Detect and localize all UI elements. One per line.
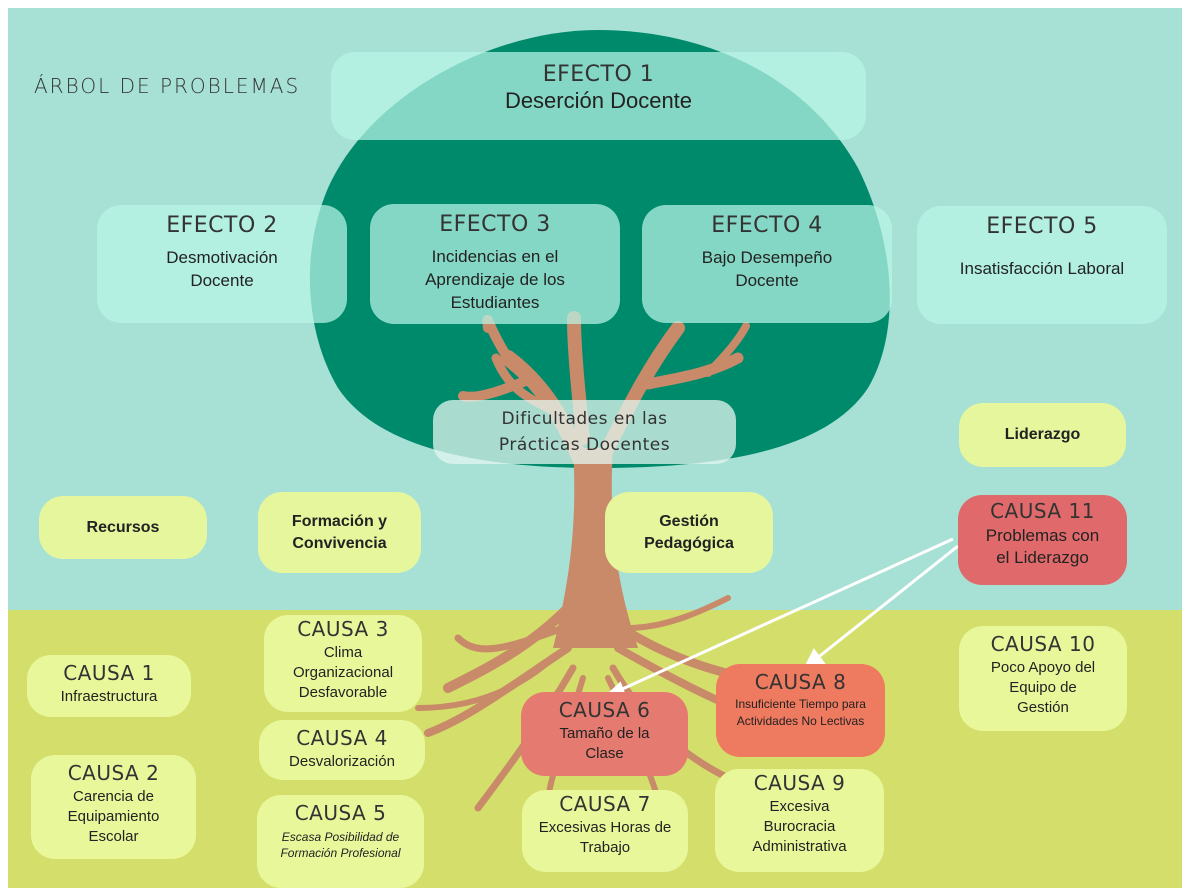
cause-1-label: CAUSA 1: [63, 661, 155, 685]
cause-6: CAUSA 6 Tamaño de la Clase: [521, 692, 688, 776]
cause-7-text: Excesivas Horas de Trabajo: [538, 819, 672, 856]
effect-2: EFECTO 2 Desmotivación Docente: [97, 205, 347, 323]
cause-11-text: Problemas con el Liderazgo: [985, 526, 1100, 567]
arrow-to-causa-8: [815, 544, 959, 661]
effect-5-text: Insatisfacción Laboral: [959, 259, 1125, 278]
effect-5: EFECTO 5 Insatisfacción Laboral: [917, 206, 1167, 324]
cause-3: CAUSA 3 Clima Organizacional Desfavorabl…: [264, 615, 422, 712]
cause-5-label: CAUSA 5: [294, 801, 387, 825]
cause-4-text: Desvalorización: [289, 753, 395, 770]
cause-8-label: CAUSA 8: [754, 670, 847, 694]
category-recursos: Recursos: [39, 496, 207, 559]
category-formacion: Formación y Convivencia: [258, 492, 421, 573]
effect-1-text: Deserción Docente: [504, 88, 693, 113]
cause-1-text: Infraestructura: [60, 688, 158, 705]
tree-trunk: [553, 448, 638, 648]
cause-2-label: CAUSA 2: [67, 761, 160, 785]
cause-2-text: Carencia de Equipamiento Escolar: [67, 788, 160, 845]
effect-4-text: Bajo Desempeño Docente: [701, 248, 833, 290]
cause-7-label: CAUSA 7: [559, 792, 651, 816]
effect-2-text: Desmotivación Docente: [166, 248, 278, 290]
effect-3-label: EFECTO 3: [439, 212, 551, 237]
effect-4: EFECTO 4 Bajo Desempeño Docente: [642, 205, 892, 323]
effect-1-label: EFECTO 1: [542, 62, 655, 87]
cause-3-label: CAUSA 3: [297, 617, 389, 641]
cause-3-text: Clima Organizacional Desfavorable: [292, 644, 394, 701]
cause-10-label: CAUSA 10: [990, 632, 1096, 656]
cause-6-text: Tamaño de la Clase: [559, 725, 650, 762]
cause-7: CAUSA 7 Excesivas Horas de Trabajo: [522, 790, 688, 872]
cause-8: CAUSA 8 Insuficiente Tiempo para Activid…: [716, 664, 885, 757]
cause-4: CAUSA 4 Desvalorización: [259, 720, 425, 780]
effect-3: EFECTO 3 Incidencias en el Aprendizaje d…: [370, 204, 620, 324]
cause-11-label: CAUSA 11: [990, 499, 1095, 523]
core-problem-line-1: Dificultades en las: [501, 409, 668, 429]
effect-4-label: EFECTO 4: [711, 213, 823, 238]
category-liderazgo: Liderazgo: [959, 403, 1126, 467]
cause-11: CAUSA 11 Problemas con el Liderazgo: [958, 495, 1127, 585]
cause-5: CAUSA 5 Escasa Posibilidad de Formación …: [257, 795, 424, 888]
cause-10-text: Poco Apoyo del Equipo de Gestión: [990, 659, 1096, 716]
effect-5-label: EFECTO 5: [986, 214, 1098, 239]
cause-9: CAUSA 9 Excesiva Burocracia Administrati…: [715, 769, 884, 872]
arrow-to-causa-6: [617, 537, 954, 693]
cause-2: CAUSA 2 Carencia de Equipamiento Escolar: [31, 755, 196, 859]
core-problem-line-2: Prácticas Docentes: [498, 435, 671, 455]
effect-3-text: Incidencias en el Aprendizaje de los Est…: [425, 247, 565, 312]
diagram-title: ÁRBOL DE PROBLEMAS: [34, 74, 301, 98]
cause-5-text: Escasa Posibilidad de Formación Profesio…: [280, 830, 401, 860]
category-gestion: Gestión Pedagógica: [605, 492, 773, 573]
core-problem: Dificultades en las Prácticas Docentes: [433, 400, 736, 464]
cause-9-label: CAUSA 9: [753, 771, 846, 795]
cause-4-label: CAUSA 4: [296, 726, 388, 750]
cause-8-text: Insuficiente Tiempo para Actividades No …: [735, 697, 866, 728]
cause-9-text: Excesiva Burocracia Administrativa: [752, 798, 847, 855]
cause-1: CAUSA 1 Infraestructura: [27, 655, 191, 717]
cause-6-label: CAUSA 6: [558, 698, 651, 722]
problem-tree-diagram: ÁRBOL DE PROBLEMAS EFECTO 1 Deserción Do…: [8, 8, 1182, 888]
cause-10: CAUSA 10 Poco Apoyo del Equipo de Gestió…: [959, 626, 1127, 731]
effect-2-label: EFECTO 2: [166, 213, 278, 238]
effect-1: EFECTO 1 Deserción Docente: [331, 52, 866, 140]
